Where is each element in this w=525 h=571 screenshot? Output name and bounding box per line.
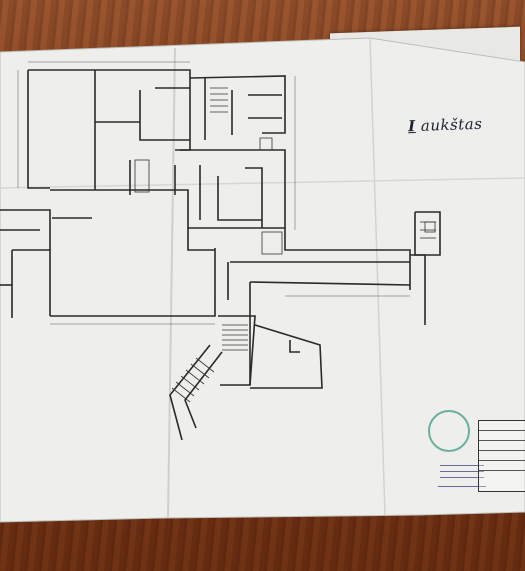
walls: [0, 69, 441, 441]
floor-number: I: [407, 117, 416, 136]
round-stamp: [428, 410, 470, 452]
floor-word: aukštas: [420, 114, 483, 135]
fold-line-vertical-right: [369, 37, 386, 516]
title-block: [478, 420, 525, 492]
paper: [0, 37, 525, 523]
handwritten-note: [438, 460, 486, 487]
stairs: [171, 87, 436, 403]
fold-line-vertical: [167, 47, 176, 519]
fixtures: [134, 137, 436, 255]
sheet-heading: I aukštas: [408, 115, 483, 136]
dimension-lines: [17, 61, 410, 325]
